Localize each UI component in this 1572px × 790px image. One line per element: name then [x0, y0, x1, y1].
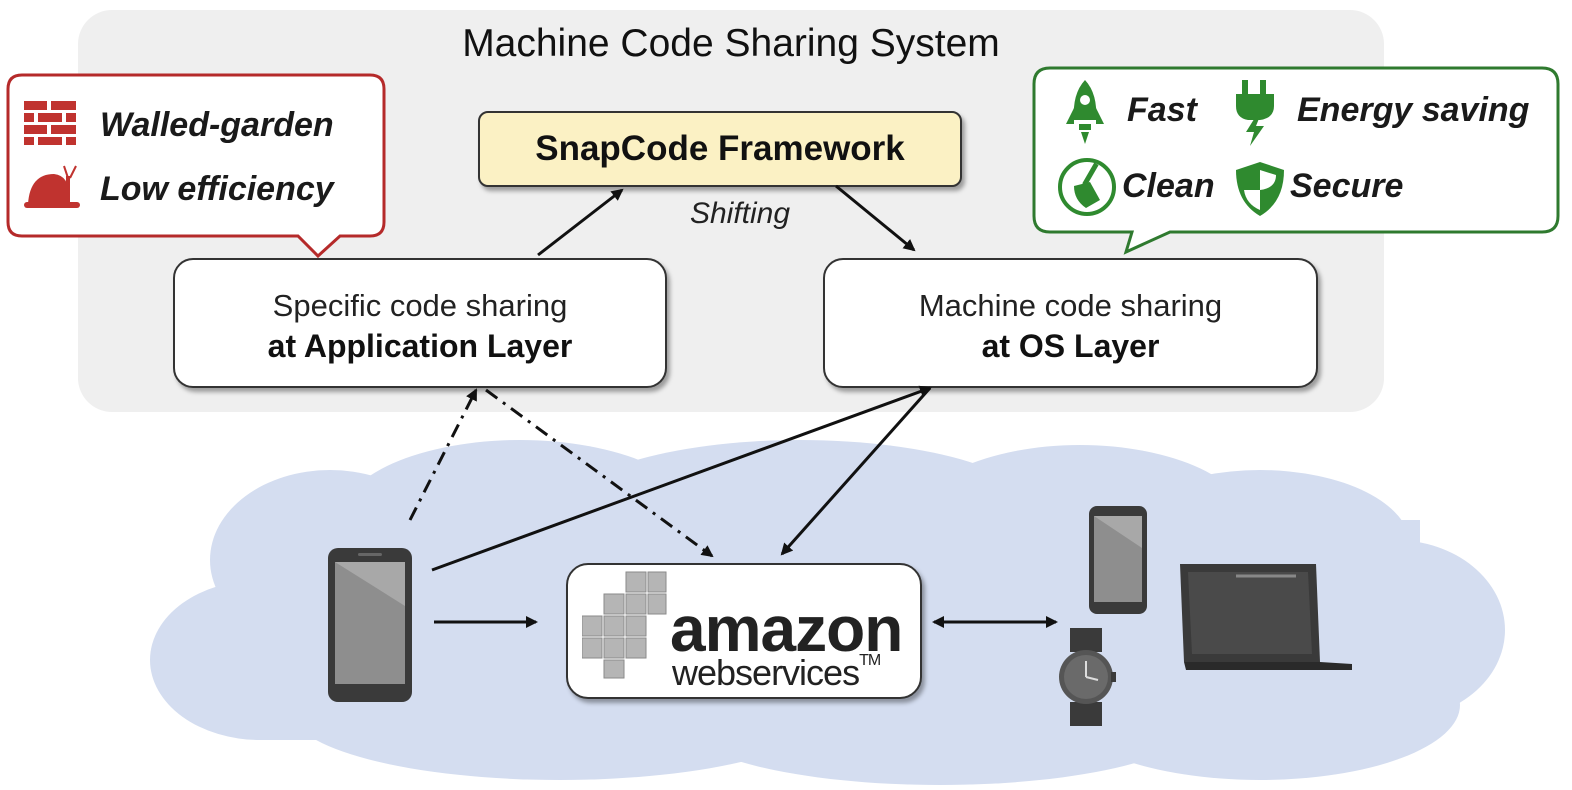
- benefits-callout: [1032, 66, 1560, 255]
- application-layer-line2: at Application Layer: [267, 328, 573, 364]
- system-title: Machine Code Sharing System: [462, 22, 1000, 65]
- benefit-label: Fast: [1127, 91, 1197, 129]
- arrow-app-to-aws-dashed: [485, 388, 714, 558]
- snail-icon: [24, 165, 80, 208]
- aws-box: [566, 563, 922, 699]
- problem-label: Walled-garden: [100, 106, 334, 144]
- arrow-phone-to-os: [431, 385, 932, 572]
- benefit-label: Secure: [1290, 167, 1404, 205]
- phone-icon: [1089, 506, 1147, 614]
- application-layer-box: Specific code sharing at Application Lay…: [173, 258, 667, 388]
- aws-logo-trademark: TM: [859, 652, 881, 669]
- problems-callout: [6, 73, 386, 259]
- arrow-phone-to-app-dashed: [408, 388, 478, 521]
- problem-label: Low efficiency: [100, 170, 334, 208]
- os-layer-line2: at OS Layer: [981, 328, 1160, 364]
- arrow-app-to-framework: [537, 188, 624, 257]
- tablet-icon: [1180, 564, 1352, 670]
- shifting-label: Shifting: [689, 197, 791, 230]
- arrow-os-to-aws: [780, 387, 932, 556]
- aws-logo-subtext: webservices: [672, 652, 860, 693]
- application-layer-line1: Specific code sharing: [272, 288, 568, 323]
- phone-icon: [328, 548, 412, 702]
- aws-cubes-icon: [582, 571, 667, 679]
- shield-icon: [1236, 162, 1284, 216]
- benefit-label: Energy saving: [1297, 91, 1530, 129]
- broom-icon: [1058, 158, 1116, 216]
- benefit-label: Clean: [1122, 167, 1215, 205]
- os-layer-line1: Machine code sharing: [918, 288, 1223, 323]
- aws-logo-subword: webservicesTM: [672, 652, 881, 694]
- smartwatch-icon: [1059, 628, 1116, 726]
- plug-icon: [1236, 80, 1274, 146]
- os-layer-box: Machine code sharing at OS Layer: [823, 258, 1318, 388]
- brick-wall-icon: [24, 101, 76, 145]
- snapcode-framework-box: SnapCode Framework: [478, 111, 962, 187]
- arrow-framework-to-os: [835, 184, 916, 252]
- rocket-icon: [1066, 80, 1104, 144]
- aws-logo-word: amazon: [670, 593, 903, 665]
